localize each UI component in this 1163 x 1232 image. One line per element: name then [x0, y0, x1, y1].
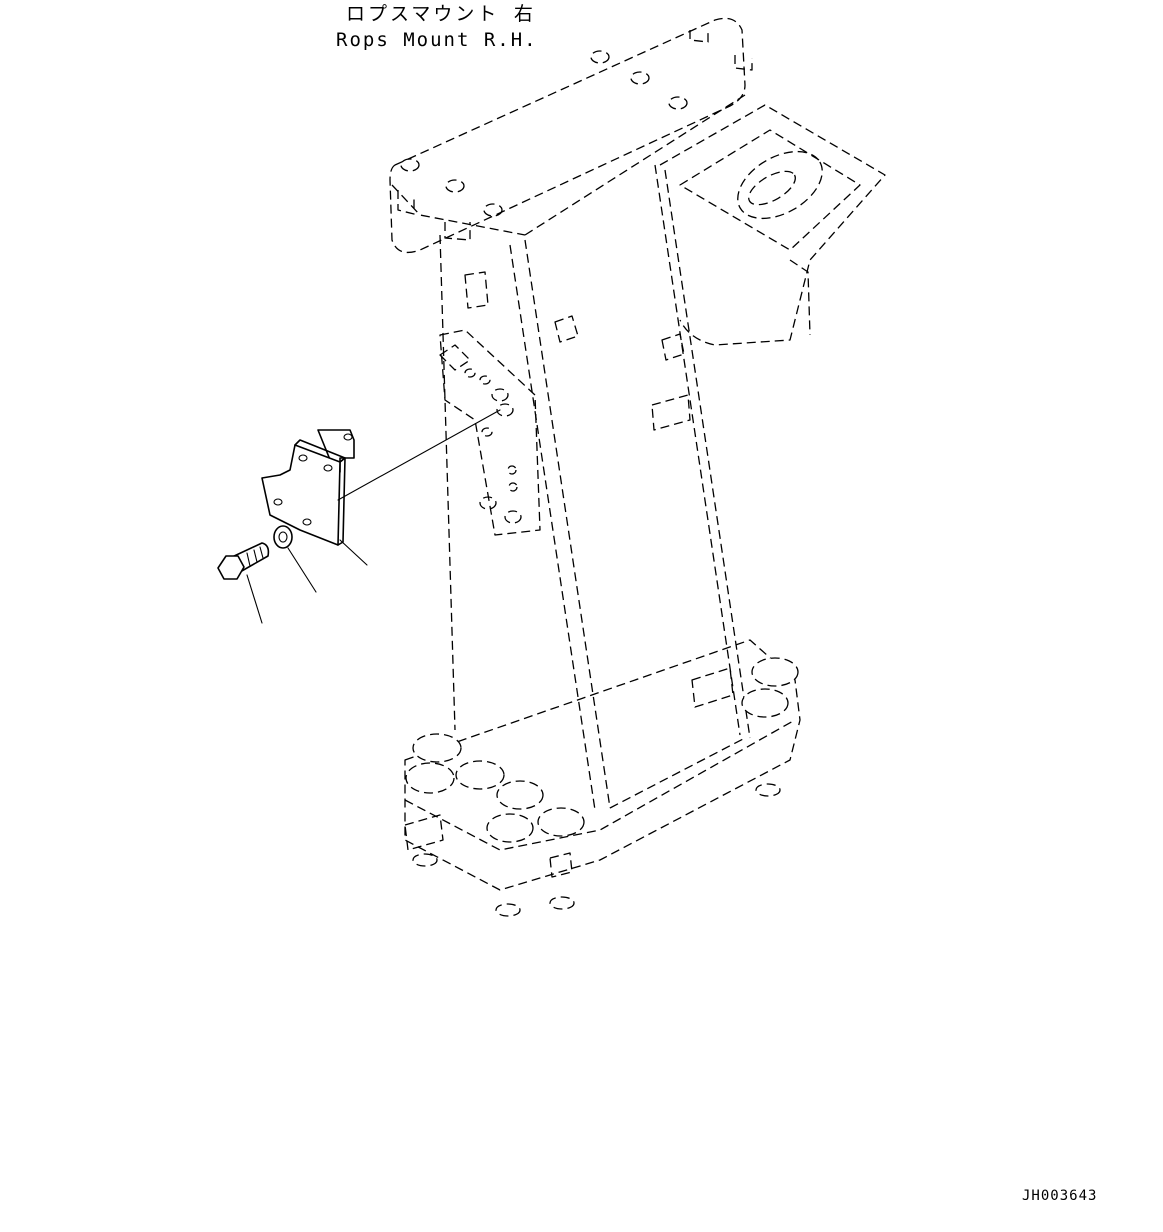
rops-mount-column [389, 17, 886, 917]
title-japanese: ロプスマウント 右 [346, 3, 536, 25]
title-english: Rops Mount R.H. [336, 29, 538, 51]
drawing-id: JH003643 [1022, 1188, 1097, 1204]
leader-lines [246, 409, 501, 624]
bracket [261, 429, 355, 546]
washer [273, 525, 293, 549]
bolt [217, 542, 270, 580]
